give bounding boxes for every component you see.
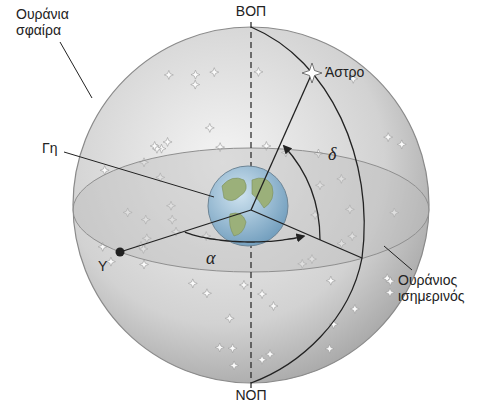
star-dot (326, 276, 335, 285)
leader-line (64, 152, 214, 197)
label-text: Υ (98, 258, 107, 274)
star-dot (384, 133, 393, 142)
star-dot (385, 288, 394, 297)
star-dot (325, 344, 334, 353)
meridian-direction (251, 210, 362, 258)
star-dot (205, 123, 214, 132)
star-dot (163, 137, 172, 146)
star-dot (266, 350, 275, 359)
star-dot (191, 70, 200, 79)
label-text: Ουράνια σφαίρα (16, 6, 86, 38)
equinox-direction (120, 210, 251, 252)
label-text: Γη (42, 140, 58, 156)
leader-line (60, 42, 92, 98)
star-dot (215, 343, 224, 352)
star-dot (188, 279, 197, 288)
leader-line (384, 246, 412, 270)
earth-globe (208, 166, 288, 246)
star-dot (258, 290, 267, 299)
sphere-outline (73, 27, 429, 383)
hour-circle (251, 27, 364, 383)
star-dot (350, 304, 359, 313)
star-dot (228, 344, 237, 353)
star-dot (210, 68, 219, 77)
star-dot (397, 140, 406, 149)
star-dot (386, 277, 395, 286)
label-text: α (206, 248, 215, 269)
label-text: ΒΟΠ (236, 3, 266, 19)
star-direction (251, 73, 312, 210)
star-dot (258, 355, 267, 364)
star-dot (239, 280, 248, 289)
earth-land (222, 178, 273, 236)
label-text: δ (328, 144, 336, 165)
label-text: ΝΟΠ (235, 387, 266, 403)
label-text: Ουράνιος ισημερινός (398, 272, 498, 304)
right-ascension-arc (185, 232, 304, 242)
star-dot (150, 141, 159, 150)
declination-arc (284, 146, 320, 240)
star-dot (202, 289, 211, 298)
star-dot (164, 70, 173, 79)
label-text: Άστρο (325, 64, 364, 80)
star-marker (302, 63, 322, 83)
star-dot (191, 80, 200, 89)
star-dot (225, 314, 234, 323)
star-dot (230, 361, 239, 370)
vernal-equinox-point (116, 248, 125, 257)
star-dot (140, 260, 149, 269)
star-dot (254, 67, 263, 76)
star-dot (106, 257, 115, 266)
star-dot (269, 302, 278, 311)
